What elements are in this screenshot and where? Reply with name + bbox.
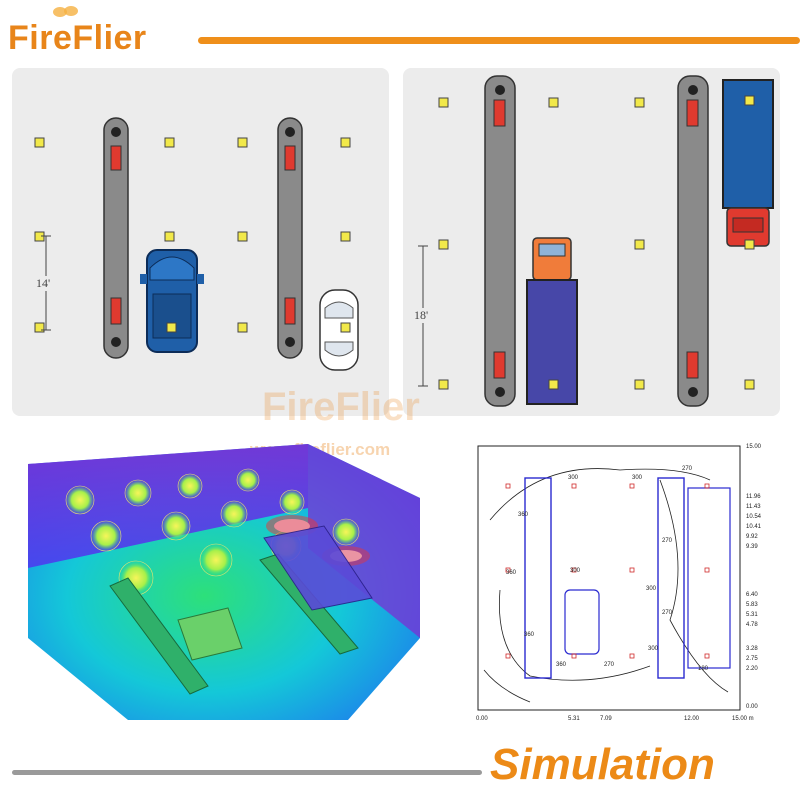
contour-value-label: 360	[518, 512, 529, 518]
y-axis-tick: 5.83	[746, 602, 758, 608]
pillar-truck-left	[484, 75, 516, 407]
pillar-right	[277, 117, 303, 359]
parking-diagram-car: 14'	[12, 68, 389, 416]
truck-layout-drawing	[418, 75, 774, 407]
footer-title: Simulation	[490, 740, 715, 789]
y-axis-tick: 4.78	[746, 622, 758, 628]
illuminance-contour-plot: 270 300 360 300 300 360 270 300 270 360 …	[470, 440, 800, 730]
3d-vehicles	[177, 525, 373, 661]
contour-value-label: 360	[506, 570, 517, 576]
y-axis-tick: 15.00	[746, 444, 762, 450]
x-axis-tick: 0.00	[476, 716, 488, 722]
y-axis-tick: 6.40	[746, 592, 758, 598]
x-axis-tick: 5.31	[568, 716, 580, 722]
suv-car	[140, 249, 204, 353]
contour-drawing	[477, 445, 741, 711]
y-axis-tick: 5.31	[746, 612, 758, 618]
contour-value-label: 300	[570, 568, 581, 574]
dimension-label-14: 14'	[36, 276, 51, 291]
truck-orange-purple	[526, 237, 578, 405]
contour-value-label: 270	[662, 610, 673, 616]
car-layout-drawing	[34, 117, 359, 371]
contour-lines	[483, 468, 729, 703]
dimension-label-18: 18'	[414, 308, 429, 323]
contour-value-label: 270	[662, 538, 673, 544]
contour-value-label: 180	[698, 666, 709, 672]
y-axis-tick: 11.96	[746, 494, 761, 500]
heatmap-render	[28, 444, 420, 720]
header-divider	[198, 37, 800, 44]
contour-value-label: 360	[556, 662, 567, 668]
x-axis-tick: 12.00	[684, 716, 700, 722]
pillar-truck-right	[677, 75, 709, 407]
bee-icon	[52, 2, 78, 22]
y-axis-tick: 2.75	[746, 656, 758, 662]
y-axis-tick: 10.41	[746, 524, 762, 530]
brand-logo-text: FireFlier	[8, 19, 147, 57]
luminaires	[34, 137, 351, 333]
contour-value-label: 270	[682, 466, 693, 472]
y-axis-tick: 3.28	[746, 646, 758, 652]
pillar-left	[103, 117, 129, 359]
footer-divider	[12, 770, 482, 775]
contour-value-label: 300	[568, 475, 579, 481]
truck-luminaires	[438, 95, 755, 390]
y-axis-tick: 10.54	[746, 514, 762, 520]
sedan-car	[319, 289, 359, 371]
y-axis-tick: 0.00	[746, 704, 758, 710]
contour-luminaires	[505, 483, 710, 659]
contour-value-label: 300	[648, 646, 659, 652]
x-axis-tick: 7.09	[600, 716, 612, 722]
watermark-logo: FireFlier	[262, 385, 420, 429]
y-axis-tick: 9.39	[746, 544, 758, 550]
y-axis-tick: 9.92	[746, 534, 758, 540]
x-axis-tick: 15.00 m	[732, 716, 754, 722]
contour-pillars	[524, 477, 685, 679]
lighting-simulation-3d	[28, 438, 420, 720]
y-axis-tick: 2.20	[746, 666, 758, 672]
contour-value-label: 300	[632, 475, 643, 481]
y-axis-tick: 11.43	[746, 504, 761, 510]
contour-value-label: 360	[524, 632, 535, 638]
contour-value-label: 300	[646, 586, 657, 592]
parking-diagram-truck: 18'	[403, 68, 780, 416]
contour-value-label: 270	[604, 662, 615, 668]
